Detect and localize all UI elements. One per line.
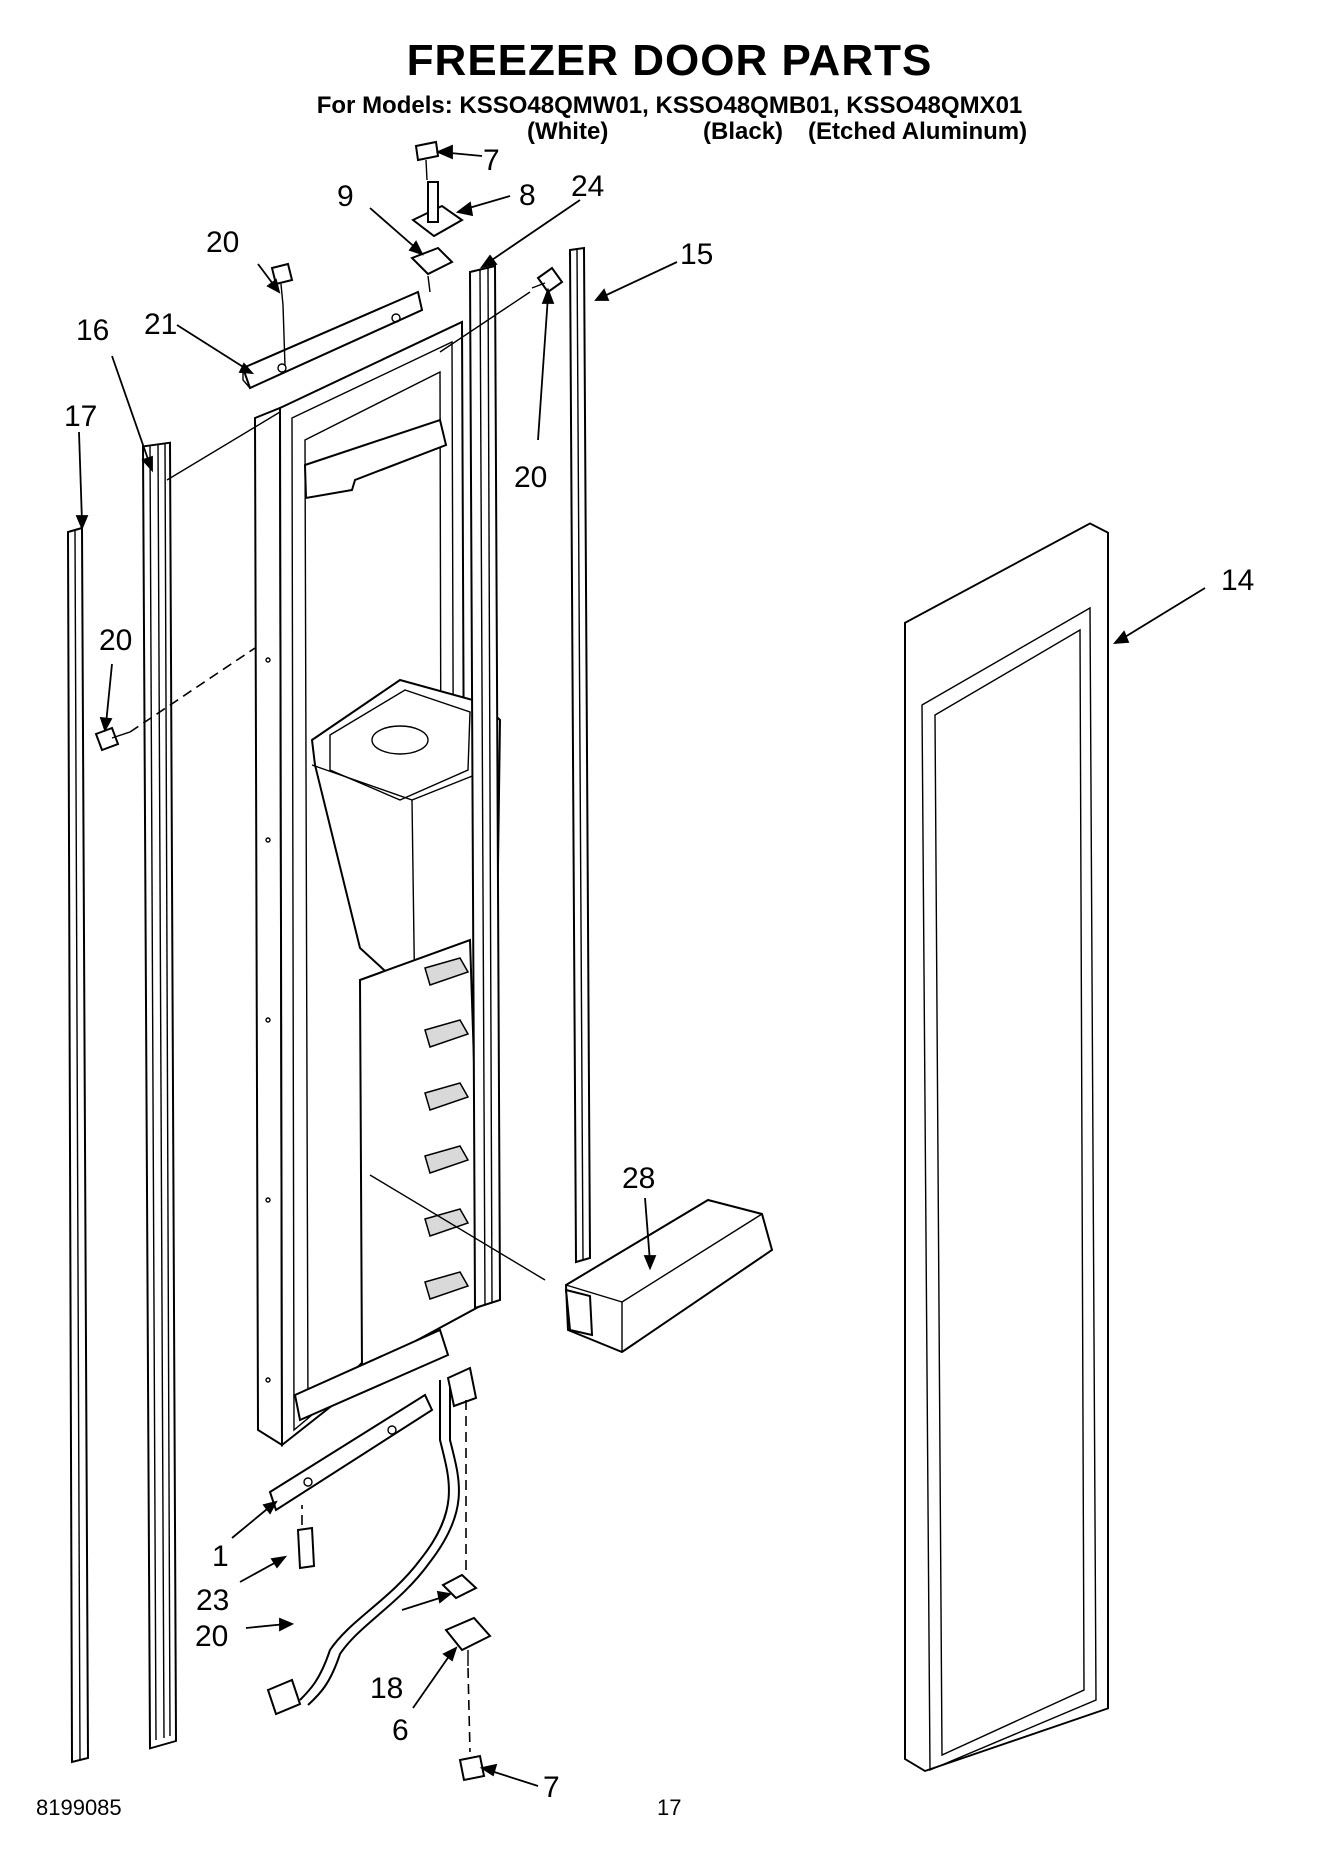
part-7-bottom-screw bbox=[458, 1754, 486, 1782]
part-1-door-liner bbox=[253, 320, 502, 1448]
callout-18: 18 bbox=[370, 1672, 403, 1705]
part-8-top-hinge bbox=[411, 181, 464, 238]
alignment-lines bbox=[129, 275, 546, 1753]
part-6-bottom-hinge bbox=[444, 1616, 492, 1666]
part-20-screw-bottom bbox=[296, 1526, 316, 1570]
part-24-channel bbox=[468, 264, 502, 1310]
callout-20-right: 20 bbox=[514, 461, 547, 494]
part-16-channel-strip bbox=[141, 441, 178, 1750]
part-14-door-panel bbox=[904, 522, 1109, 1772]
callout-24: 24 bbox=[571, 170, 604, 203]
callout-9: 9 bbox=[337, 180, 354, 213]
page-number: 17 bbox=[657, 1795, 682, 1820]
finish-aluminum-label: (Etched Aluminum) bbox=[808, 118, 1028, 145]
callout-21: 21 bbox=[144, 308, 177, 341]
callout-28: 28 bbox=[622, 1162, 655, 1195]
bottom-hinge-plate bbox=[446, 1366, 478, 1408]
callout-20-top: 20 bbox=[206, 226, 239, 259]
callout-7-bottom: 7 bbox=[543, 1771, 560, 1804]
part-7-top-screw bbox=[414, 140, 440, 181]
page-title: FREEZER DOOR PARTS bbox=[406, 36, 933, 85]
finish-black-label: (Black) bbox=[703, 118, 784, 145]
part-20-screw-left bbox=[94, 726, 131, 752]
callout-14: 14 bbox=[1221, 564, 1254, 597]
callout-23: 23 bbox=[196, 1584, 229, 1617]
callout-labels: 7 8 9 24 20 15 21 16 17 20 14 20 28 1 23… bbox=[64, 144, 1254, 1804]
callout-7-top: 7 bbox=[483, 144, 500, 177]
callout-20-left: 20 bbox=[99, 624, 132, 657]
leader-arrows bbox=[75, 144, 1206, 1787]
callout-17: 17 bbox=[64, 400, 97, 433]
callout-20-bottom: 20 bbox=[195, 1620, 228, 1653]
shelf-clips bbox=[424, 957, 470, 1300]
part-15-strip bbox=[568, 246, 592, 1264]
part-20-screw-top bbox=[270, 262, 294, 306]
wire-harness bbox=[266, 1380, 460, 1716]
part-28-door-bin bbox=[564, 1198, 774, 1354]
part-20-screw-right bbox=[531, 266, 564, 294]
doc-number: 8199085 bbox=[36, 1795, 122, 1820]
callout-8: 8 bbox=[519, 179, 536, 212]
finish-white-label: (White) bbox=[527, 118, 609, 145]
callout-1: 1 bbox=[212, 1540, 229, 1573]
callout-15: 15 bbox=[680, 238, 713, 271]
callout-16: 16 bbox=[76, 314, 109, 347]
callout-6: 6 bbox=[392, 1714, 409, 1747]
models-line: For Models: KSSO48QMW01, KSSO48QMB01, KS… bbox=[316, 92, 1023, 119]
part-17-trim-strip bbox=[66, 526, 90, 1764]
